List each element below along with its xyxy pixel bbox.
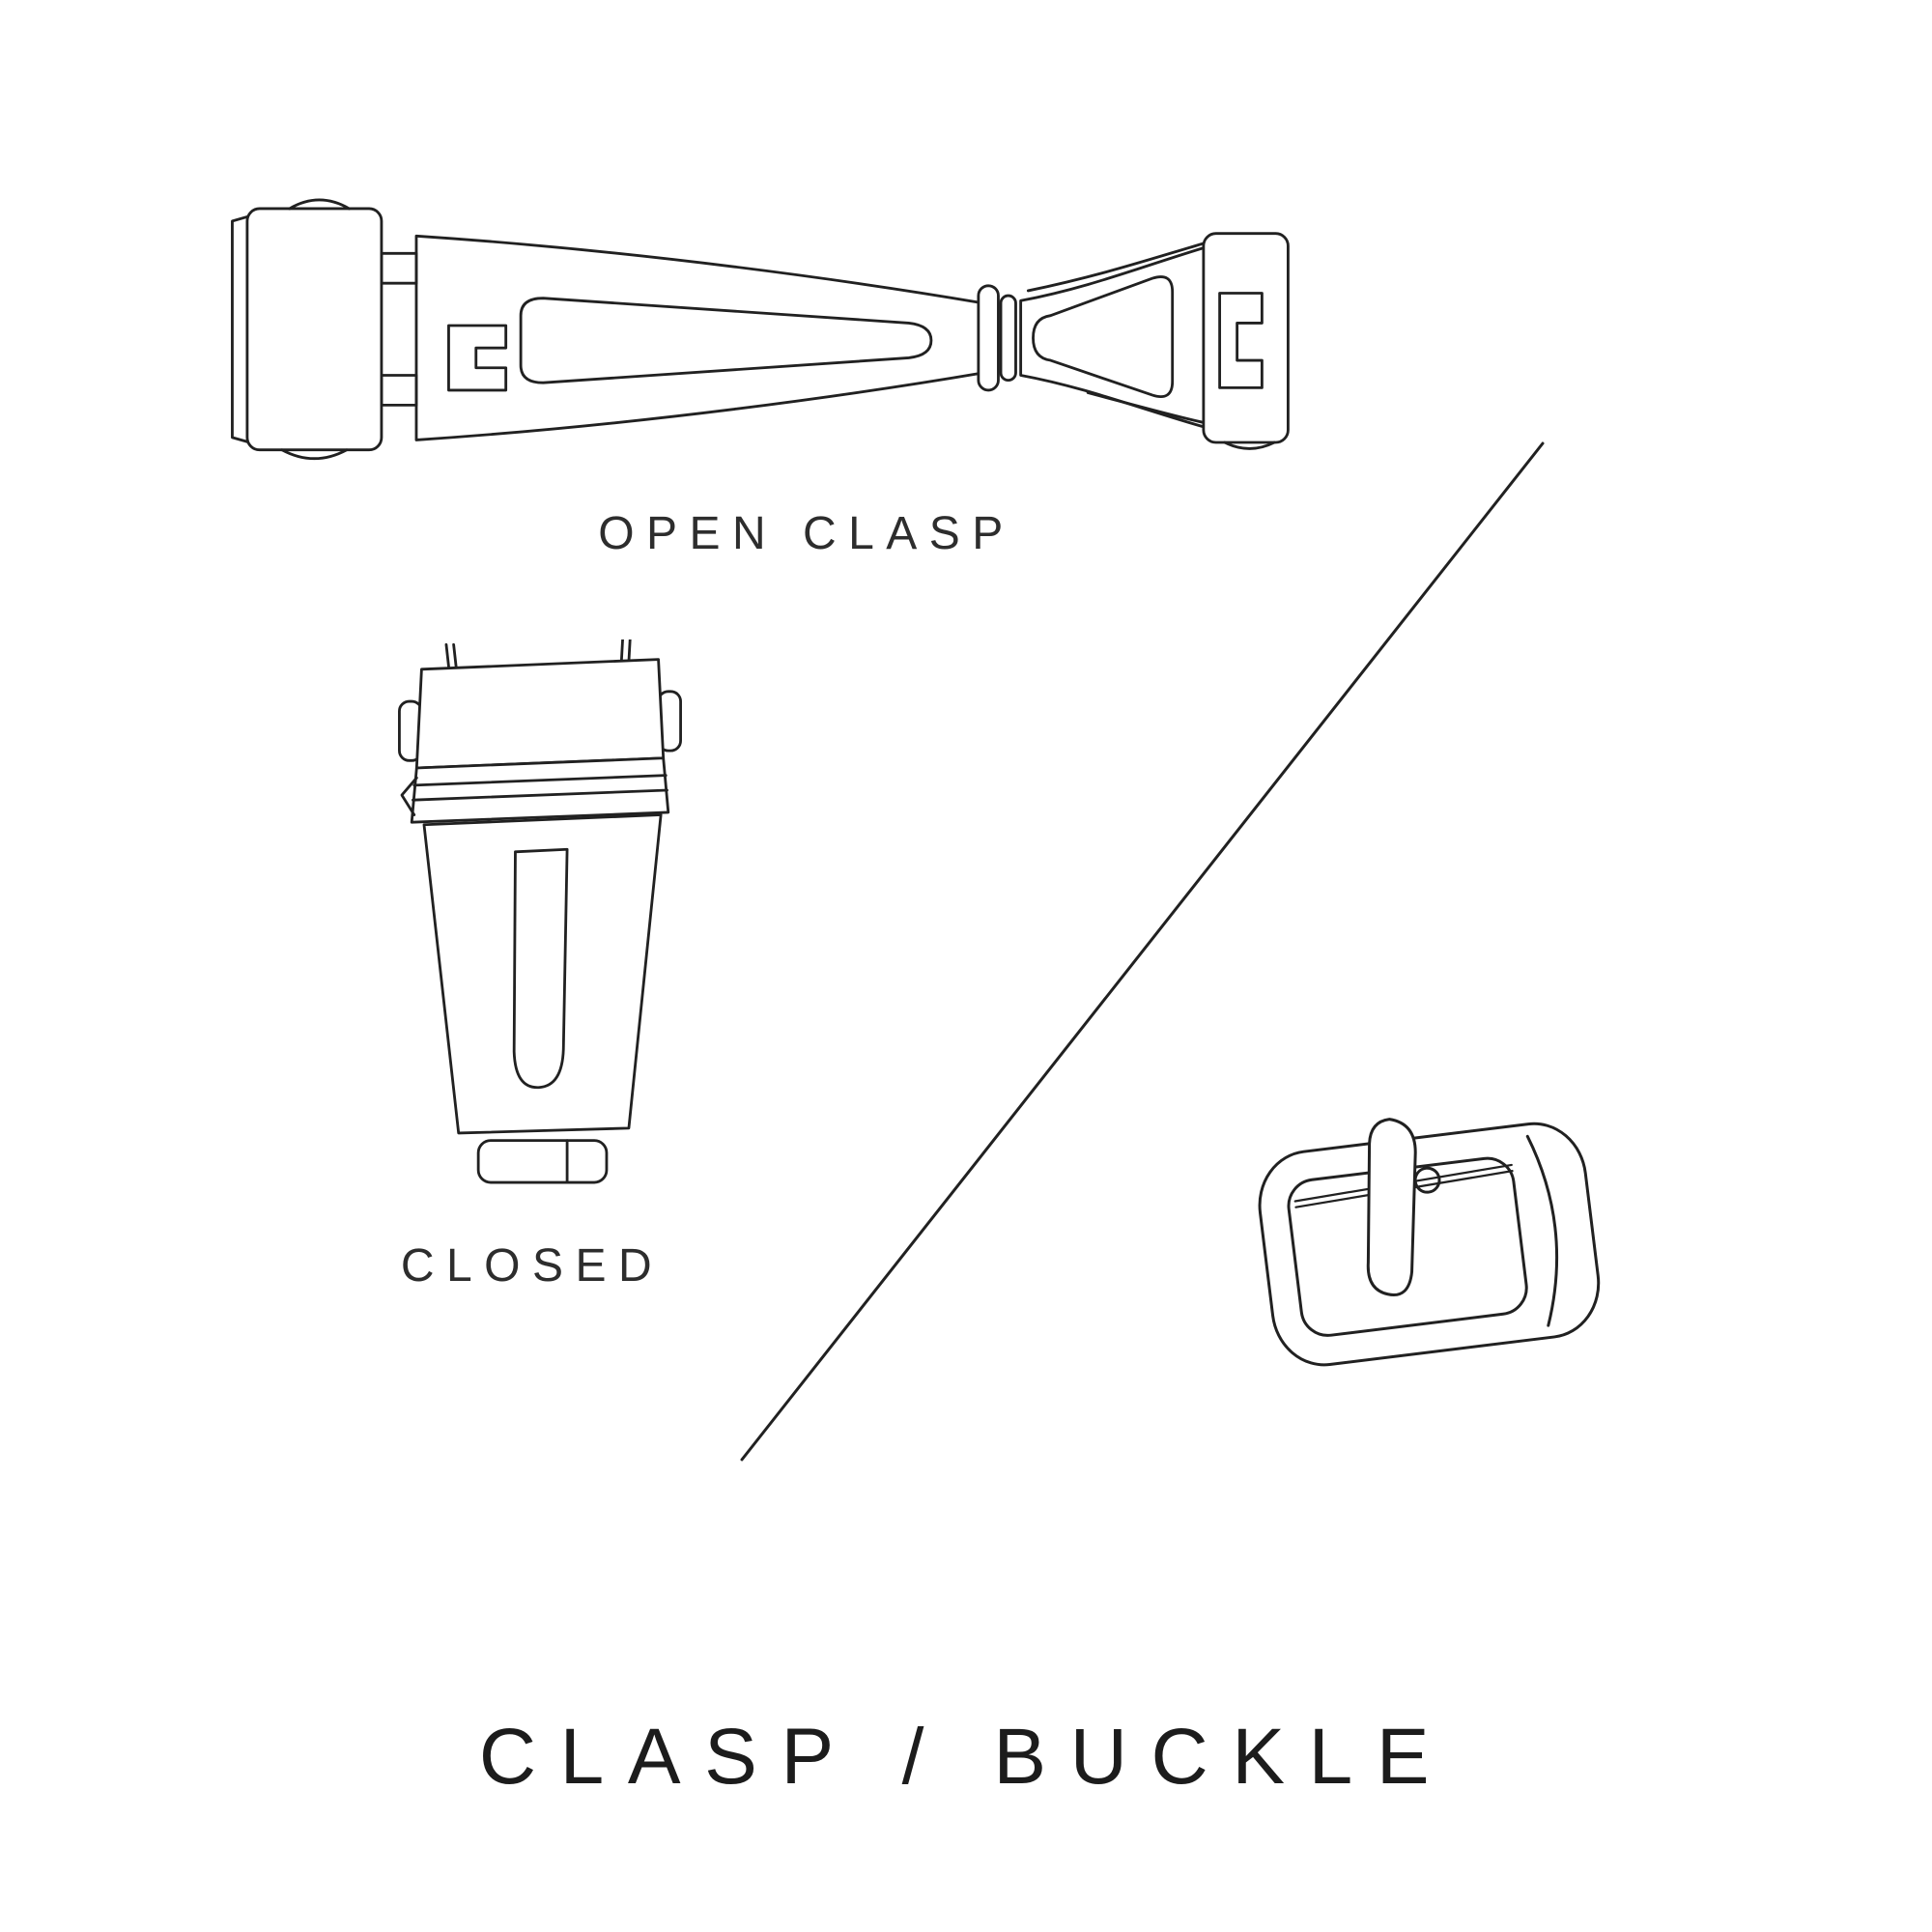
page-title: CLASP / BUCKLE [478, 1713, 1454, 1801]
closed-clasp-figure [380, 639, 700, 1195]
closed-clasp-illustration [398, 639, 682, 1184]
closed-clasp-label: CLOSED [400, 1240, 665, 1292]
tang-buckle-illustration [1258, 1118, 1601, 1367]
open-clasp-illustration [231, 198, 1290, 461]
buckle-figure [1225, 1074, 1634, 1424]
open-clasp-figure [217, 179, 1299, 490]
diagonal-divider-line [740, 441, 1545, 1462]
open-clasp-label: OPEN CLASP [598, 508, 1015, 559]
diagonal-divider [739, 440, 1546, 1463]
